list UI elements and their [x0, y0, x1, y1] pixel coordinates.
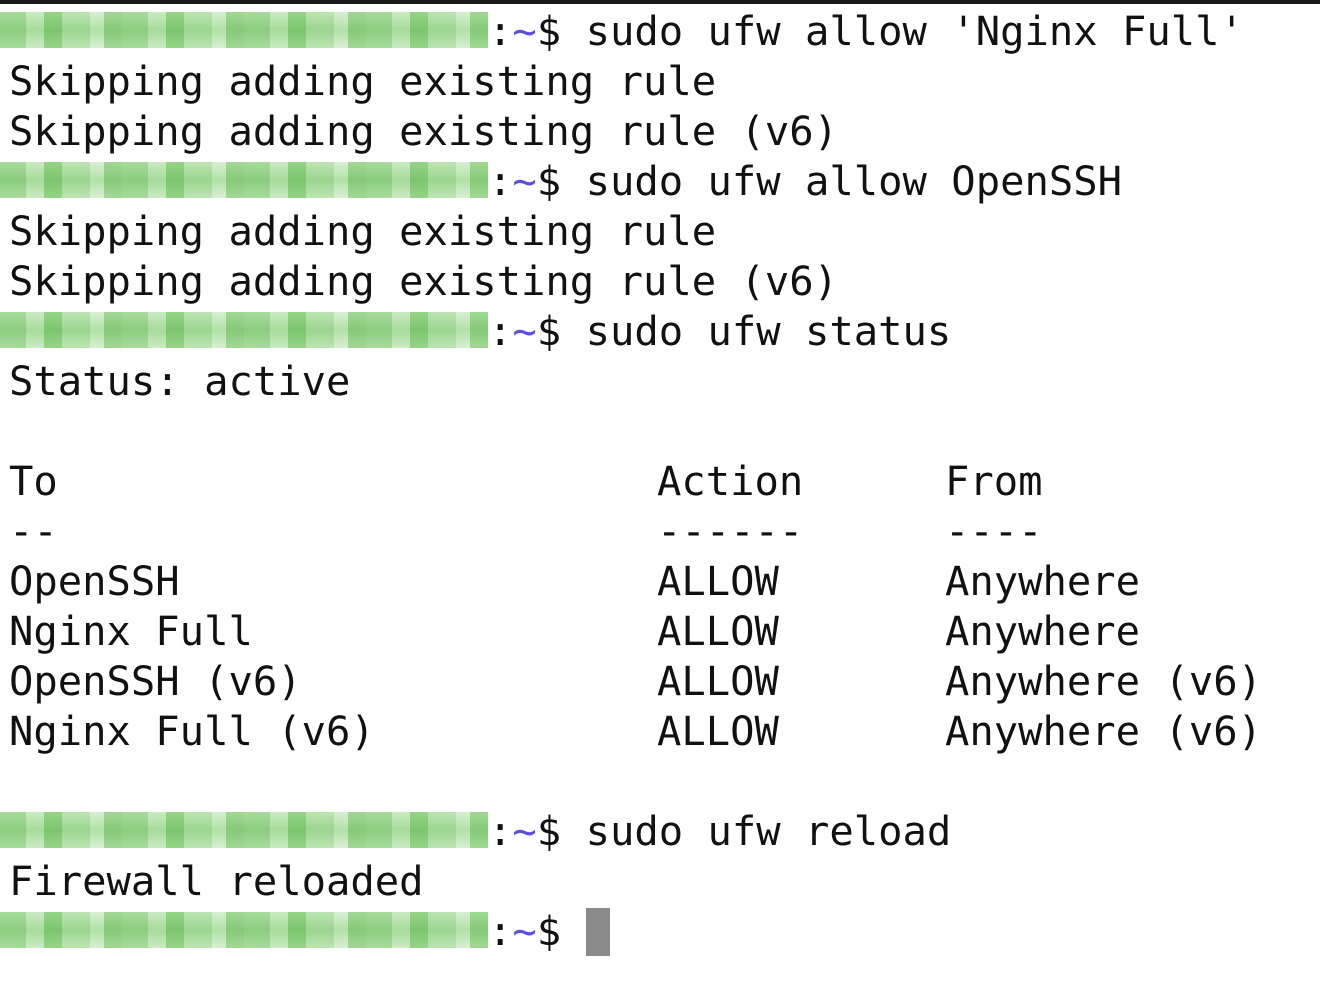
window-top-border — [0, 0, 1320, 4]
prompt-colon: : — [488, 807, 513, 855]
rule-to: OpenSSH (v6) — [9, 657, 302, 705]
blank-line — [0, 406, 1320, 456]
table-separator-row: ------------ — [0, 506, 1320, 556]
rule-from: Anywhere — [945, 607, 1141, 655]
redacted-user-host — [0, 912, 488, 948]
prompt-dollar: $ — [536, 157, 586, 205]
table-row: OpenSSH ALLOW Anywhere — [0, 556, 1320, 606]
command-text: sudo ufw reload — [585, 807, 952, 855]
redacted-user-host — [0, 12, 488, 48]
output-line: Skipping adding existing rule (v6) — [9, 107, 839, 155]
text-cursor[interactable] — [585, 908, 610, 956]
rule-from: Anywhere (v6) — [945, 657, 1262, 705]
output-line: Firewall reloaded — [9, 857, 424, 905]
rule-to: Nginx Full — [9, 607, 253, 655]
prompt-line: :~$ sudo ufw reload — [0, 806, 1320, 856]
table-separator: ---- — [945, 507, 1043, 555]
prompt-dollar: $ — [536, 7, 586, 55]
table-row: Nginx Full (v6) ALLOW Anywhere (v6) — [0, 706, 1320, 756]
prompt-colon: : — [488, 307, 513, 355]
prompt-dollar: $ — [536, 807, 586, 855]
table-header-to: To — [9, 457, 58, 505]
command-text: sudo ufw status — [585, 307, 952, 355]
output-line: Skipping adding existing rule (v6) — [9, 257, 839, 305]
table-separator: -- — [9, 507, 58, 555]
rule-to: Nginx Full (v6) — [9, 707, 375, 755]
prompt-dollar: $ — [536, 907, 586, 955]
rule-to: OpenSSH — [9, 557, 180, 605]
prompt-tilde: ~ — [512, 157, 537, 205]
prompt-tilde: ~ — [512, 7, 537, 55]
status-line: Status: active — [9, 357, 351, 405]
command-text: sudo ufw allow OpenSSH — [585, 157, 1122, 205]
prompt-tilde: ~ — [512, 907, 537, 955]
table-header-action: Action — [657, 457, 804, 505]
terminal-output[interactable]: :~$ sudo ufw allow 'Nginx Full' Skipping… — [0, 6, 1320, 956]
prompt-tilde: ~ — [512, 307, 537, 355]
output-line: Skipping adding existing rule — [9, 57, 717, 105]
command-text: sudo ufw allow 'Nginx Full' — [585, 7, 1244, 55]
table-separator: ------ — [657, 507, 804, 555]
rule-action: ALLOW — [657, 607, 779, 655]
table-header-row: To Action From — [0, 456, 1320, 506]
rule-from: Anywhere — [945, 557, 1141, 605]
prompt-tilde: ~ — [512, 807, 537, 855]
prompt-line: :~$ sudo ufw allow 'Nginx Full' — [0, 6, 1320, 56]
redacted-user-host — [0, 162, 488, 198]
table-row: Nginx Full ALLOW Anywhere — [0, 606, 1320, 656]
table-row: OpenSSH (v6) ALLOW Anywhere (v6) — [0, 656, 1320, 706]
active-prompt-line[interactable]: :~$ — [0, 906, 1320, 956]
rule-from: Anywhere (v6) — [945, 707, 1262, 755]
output-line: Skipping adding existing rule — [9, 207, 717, 255]
redacted-user-host — [0, 812, 488, 848]
rule-action: ALLOW — [657, 707, 779, 755]
prompt-colon: : — [488, 157, 513, 205]
prompt-line: :~$ sudo ufw status — [0, 306, 1320, 356]
prompt-dollar: $ — [536, 307, 586, 355]
prompt-colon: : — [488, 907, 513, 955]
rule-action: ALLOW — [657, 557, 779, 605]
blank-line — [0, 756, 1320, 806]
rule-action: ALLOW — [657, 657, 779, 705]
prompt-colon: : — [488, 7, 513, 55]
prompt-line: :~$ sudo ufw allow OpenSSH — [0, 156, 1320, 206]
table-header-from: From — [945, 457, 1043, 505]
redacted-user-host — [0, 312, 488, 348]
